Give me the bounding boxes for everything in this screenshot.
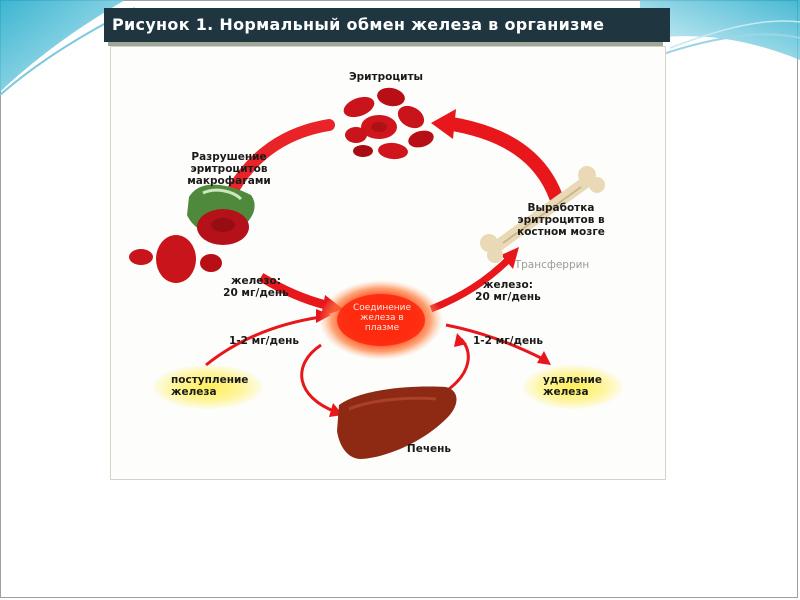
intake-label: поступление железа [171,374,249,398]
iron-right-label: железо: 20 мг/день [475,279,541,303]
swoosh-top-right [640,0,800,60]
arrow-erythrocytes-to-macrophages [223,119,335,203]
iron-left-label: железо: 20 мг/день [223,275,289,299]
slide-title: Рисунок 1. Нормальный обмен железа в орг… [104,8,670,42]
transferrin-label: Трансферрин [514,259,590,271]
arrow-removal [445,323,544,361]
arrow-macrophage-iron-to-plasma [258,273,328,310]
liver-label: Печень [406,443,452,455]
removal-highlight [523,365,623,409]
removal-rate-label: 1-2 мг/день [472,335,544,347]
bone-marrow-label: Выработка эритроцитов в костном мозге [517,202,605,238]
plasma-pool-label: Соединение железа в плазме [352,303,412,333]
diagram-graphics [129,87,605,459]
arrow-marrow-to-erythrocytes [439,116,563,204]
bone-marrow-icon [480,166,605,263]
arrow-plasma-to-marrow [429,254,514,313]
removal-label: удаление железа [543,374,602,398]
liver-icon [337,386,457,459]
title-shadow [108,40,663,46]
arrow-plasma-to-liver [300,343,337,414]
swoosh-top-left [0,0,125,92]
macrophage-icon [129,184,255,283]
macrophage-label: Разрушение эритроцитов макрофагами [187,151,271,187]
erythrocytes-cluster-icon [343,87,434,160]
intake-rate-label: 1-2 мг/день [228,335,300,347]
erythrocytes-label: Эритроциты [348,71,424,83]
arrow-intake [205,315,322,367]
iron-metabolism-diagram: Эритроциты Разрушение эритроцитов макроф… [110,46,666,480]
intake-highlight [153,365,263,409]
